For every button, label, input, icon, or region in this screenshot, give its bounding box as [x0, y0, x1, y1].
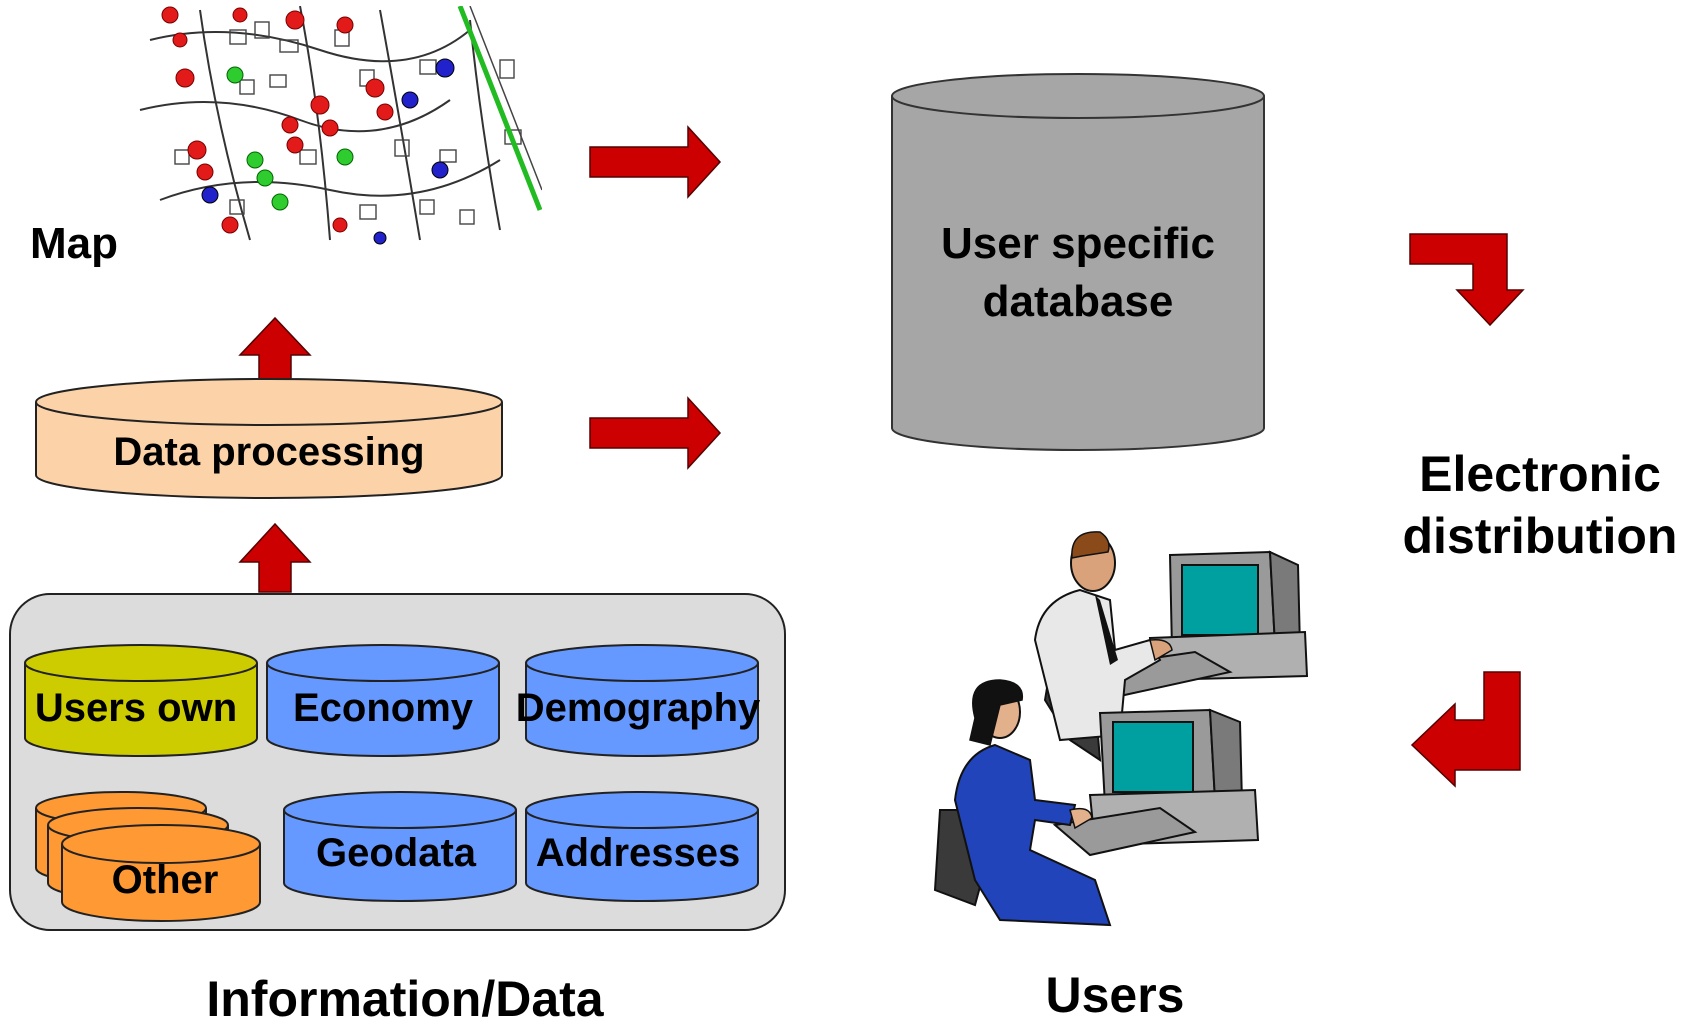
geodata-cylinder: Geodata [283, 791, 517, 902]
arrow-up-icon [238, 522, 312, 593]
data-processing-label: Data processing [113, 430, 424, 474]
arrow-left-turn-icon [1410, 671, 1521, 788]
other-cylinder-stack: Other [35, 791, 261, 922]
users-own-cylinder: Users own [24, 644, 258, 757]
arrow-down-turn-icon [1409, 233, 1525, 327]
arrows [238, 125, 1525, 788]
street-map-image [138, 6, 542, 246]
users-clipart [933, 531, 1309, 927]
other-label: Other [112, 858, 219, 902]
economy-label: Economy [293, 686, 474, 730]
addresses-label: Addresses [536, 831, 741, 875]
electronic-label-line1: Electronic [1419, 446, 1661, 502]
database-label-line2: database [983, 277, 1174, 326]
economy-cylinder: Economy [266, 644, 500, 757]
demography-cylinder: Demography [516, 644, 761, 757]
arrow-right-icon [589, 125, 722, 199]
computer-monitor-icon [1168, 550, 1302, 652]
demography-label: Demography [516, 686, 761, 730]
users-own-label: Users own [35, 686, 237, 730]
arrow-up-icon [238, 316, 312, 385]
geodata-label: Geodata [316, 831, 477, 875]
arrow-right-icon [589, 396, 722, 470]
users-label: Users [1046, 967, 1185, 1023]
information-data-label: Information/Data [206, 971, 604, 1023]
map-label: Map [30, 219, 118, 268]
database-label-line1: User specific [941, 219, 1215, 268]
data-processing-cylinder: Data processing [35, 378, 503, 499]
user-specific-database: User specific database [891, 73, 1265, 451]
man-at-computer-icon [1033, 531, 1173, 762]
computer-monitor-icon [1098, 708, 1244, 807]
addresses-cylinder: Addresses [525, 791, 759, 902]
electronic-label-line2: distribution [1403, 508, 1678, 564]
woman-at-computer-icon [933, 679, 1112, 927]
